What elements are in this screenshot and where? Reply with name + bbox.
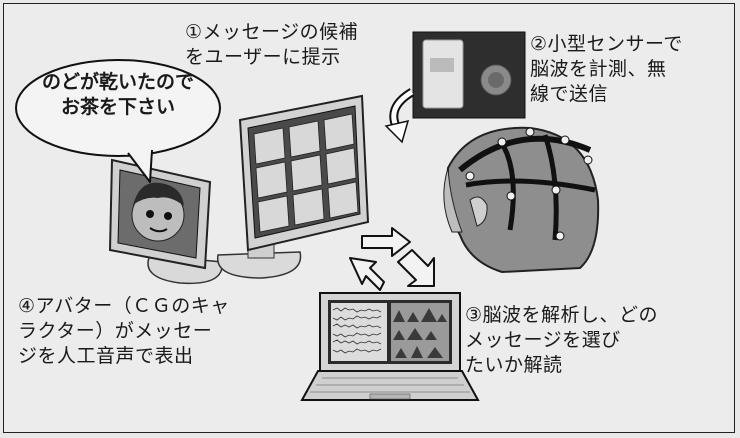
step3-caption: ③脳波を解析し、どの メッセージを選び たいか解読 (465, 303, 658, 378)
step4-caption: ④アバター（ＣＧのキャ ラクター）がメッセー ジを人工音声で表出 (18, 294, 230, 369)
step1-caption: ①メッセージの候補 をユーザーに提示 (185, 20, 358, 70)
laptop (302, 293, 478, 400)
sensor-photo (413, 32, 525, 118)
cycle-arrows (350, 228, 434, 290)
head-with-eeg-headset (444, 128, 598, 272)
message-monitor (218, 96, 368, 278)
avatar-monitor (110, 160, 222, 283)
speech-bubble-text: のどが乾いたので お茶を下さい (18, 70, 218, 120)
sensor-to-headset-arrow (386, 92, 412, 142)
step2-caption: ②小型センサーで 脳波を計測、無 線で送信 (530, 32, 683, 107)
